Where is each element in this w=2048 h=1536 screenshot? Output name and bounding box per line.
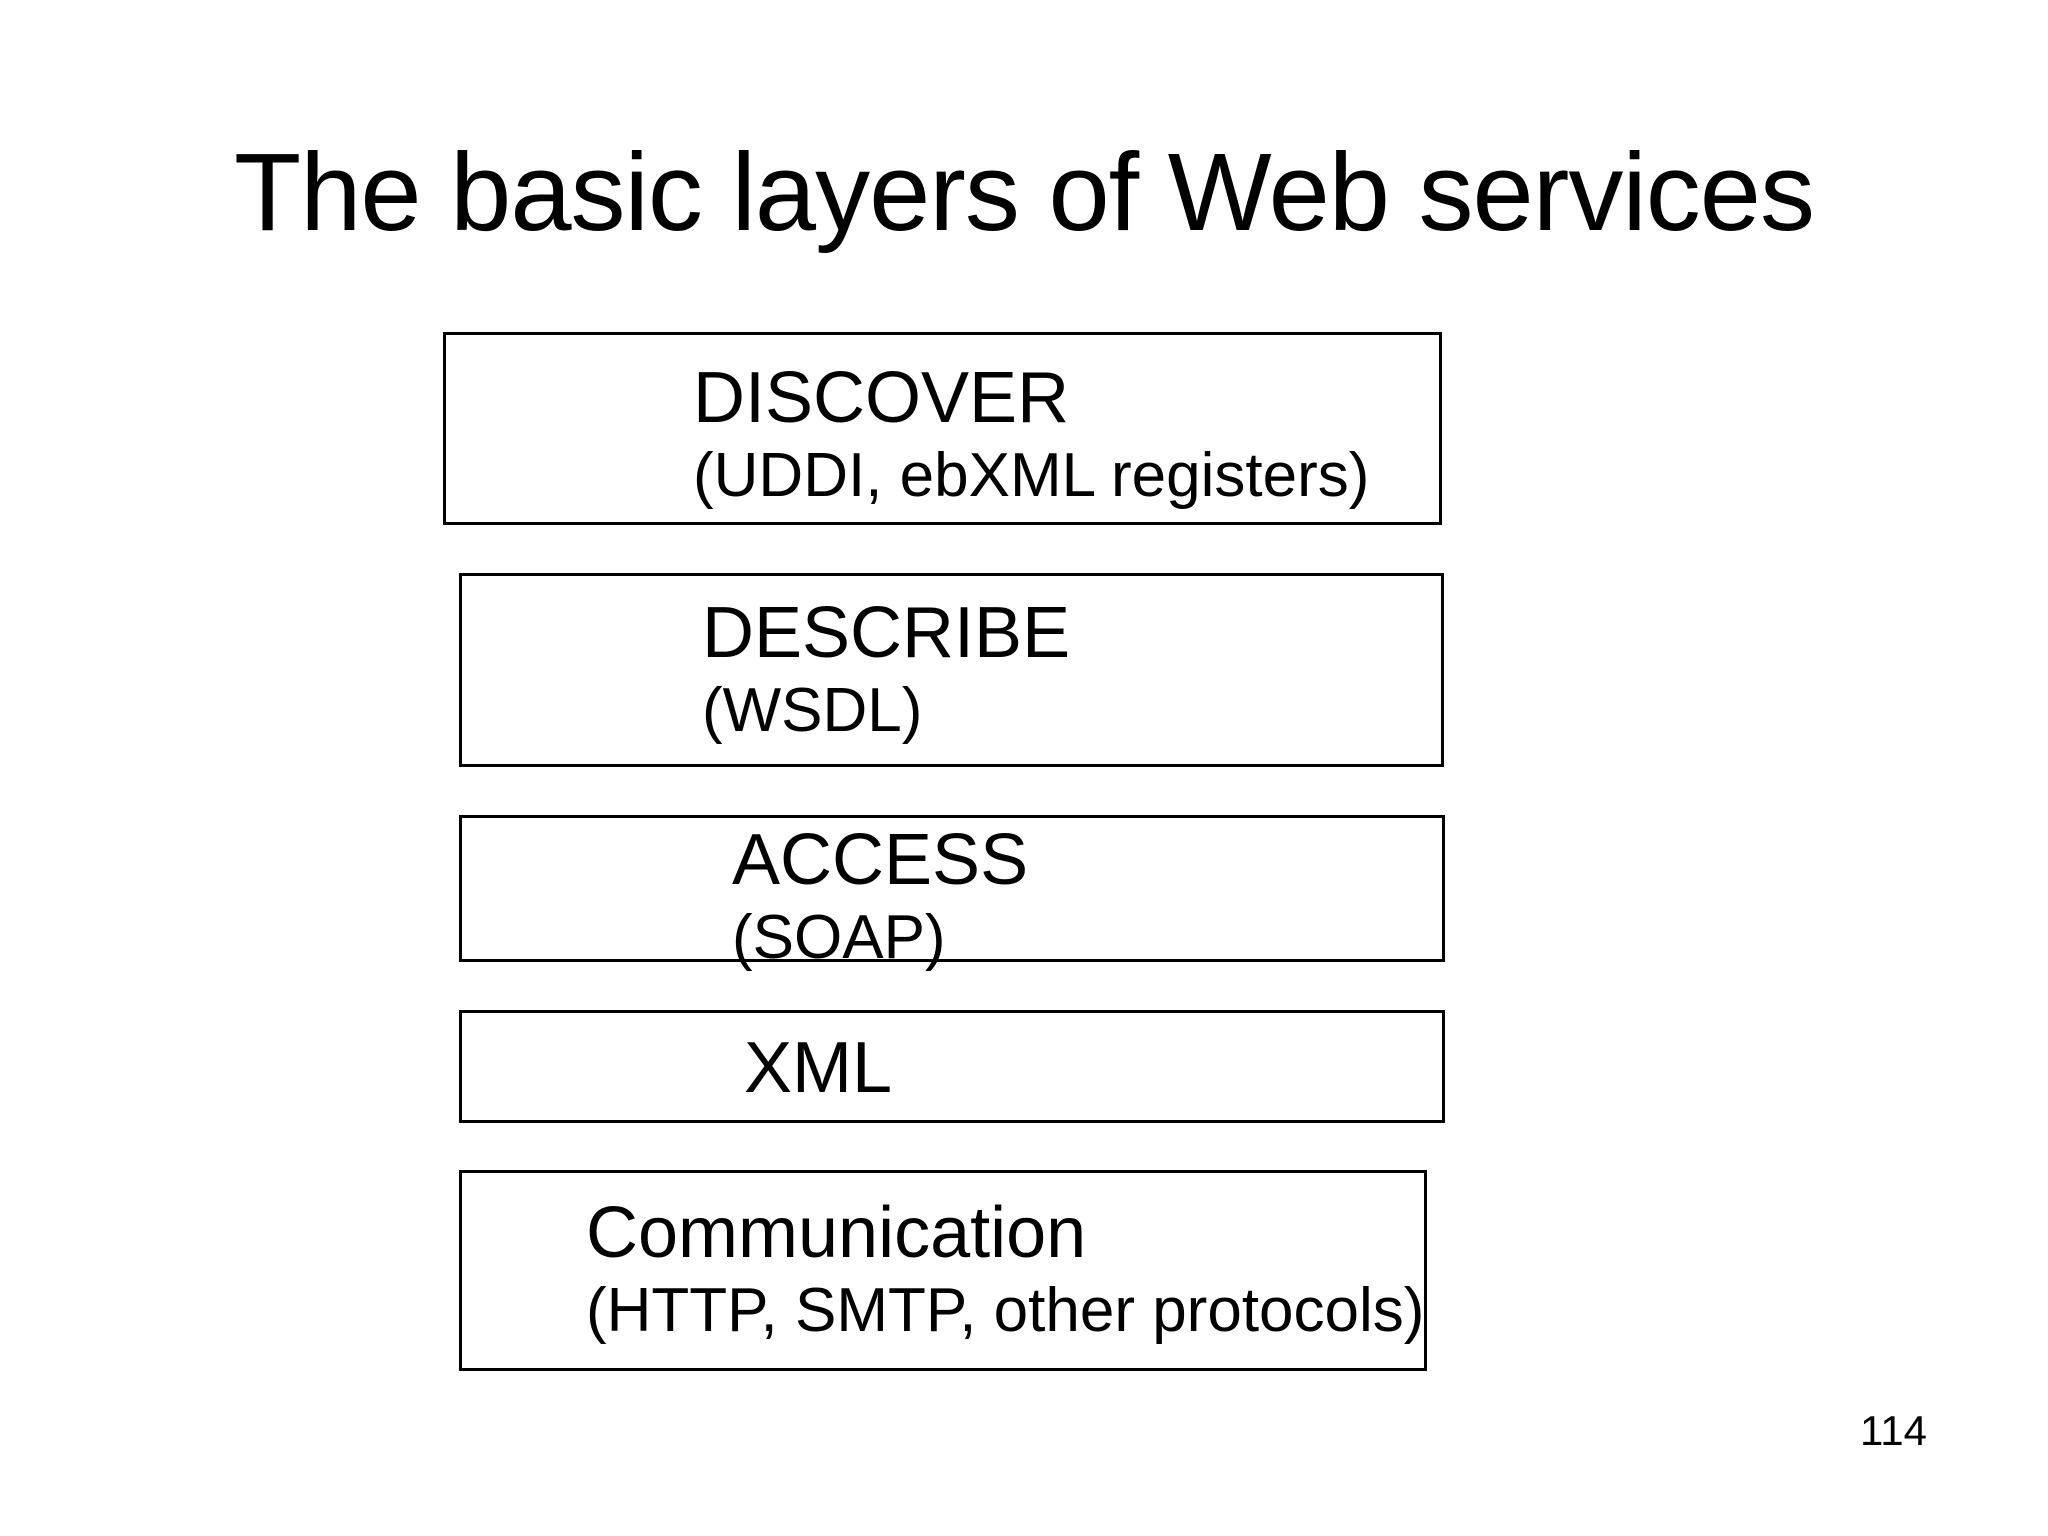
layer-name-xml: XML — [744, 1028, 893, 1108]
slide-title: The basic layers of Web services — [234, 131, 1815, 254]
layer-name-discover: DISCOVER — [693, 358, 1070, 438]
page-number: 114 — [1860, 1407, 1927, 1454]
layer-detail-describe: (WSDL) — [702, 676, 923, 745]
layer-detail-access: (SOAP) — [732, 903, 946, 972]
layer-detail-discover: (UDDI, ebXML registers) — [693, 441, 1370, 510]
layer-detail-communication: (HTTP, SMTP, other protocols) — [586, 1276, 1425, 1345]
layer-box-xml: XML — [459, 1010, 1445, 1123]
layer-box-access: ACCESS (SOAP) — [459, 815, 1445, 972]
layer-name-access: ACCESS — [732, 820, 1029, 900]
layer-box-describe: DESCRIBE (WSDL) — [459, 573, 1444, 767]
layer-name-describe: DESCRIBE — [702, 593, 1071, 673]
layer-name-communication: Communication — [586, 1193, 1087, 1273]
layer-box-discover: DISCOVER (UDDI, ebXML registers) — [443, 332, 1442, 525]
layer-box-communication: Communication (HTTP, SMTP, other protoco… — [459, 1170, 1427, 1371]
